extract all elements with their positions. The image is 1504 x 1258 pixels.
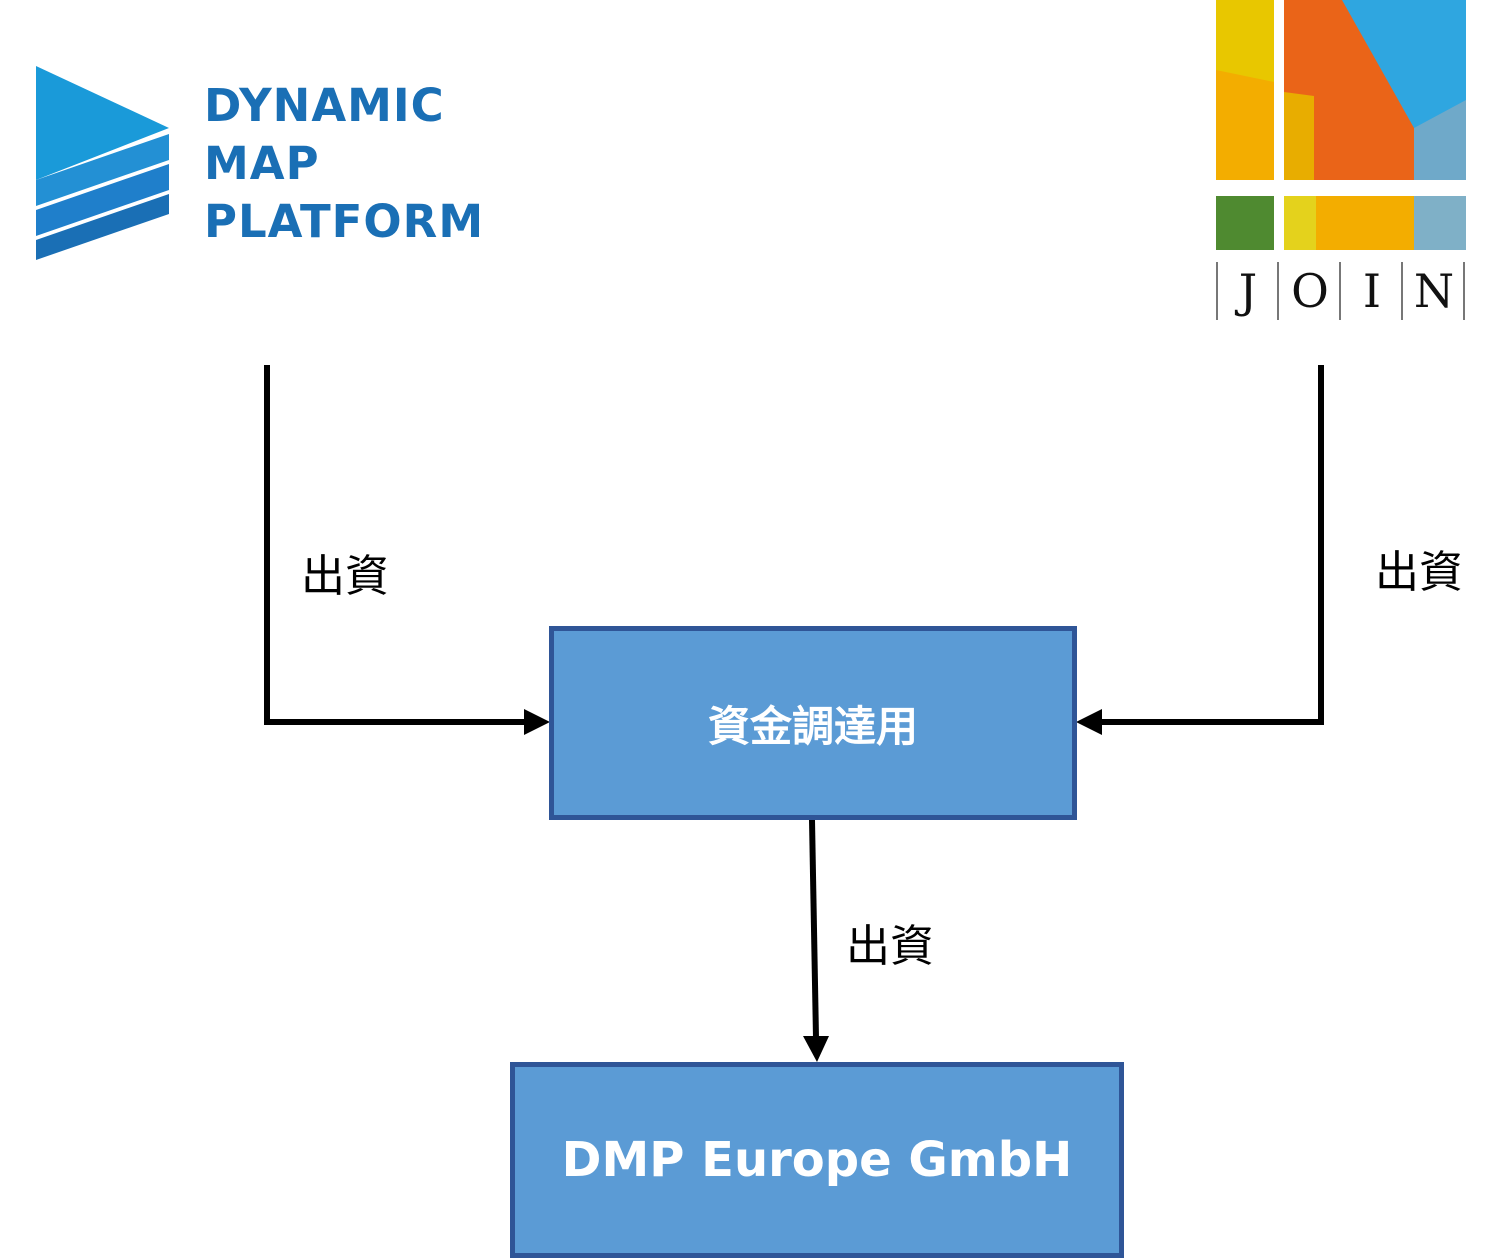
- dmp-europe-node: DMP Europe GmbH: [510, 1062, 1124, 1258]
- join-letter-o: O: [1291, 264, 1329, 318]
- join-logo: J O I N: [1214, 0, 1466, 322]
- join-logo-mosaic-icon: [1216, 0, 1466, 320]
- dmp-logo-mark-icon: [36, 66, 169, 260]
- arrowhead-left-icon: [524, 709, 550, 735]
- edge-dmp-to-funding: [264, 365, 550, 735]
- arrowhead-down-icon: [803, 1036, 829, 1062]
- dmp-europe-label: DMP Europe GmbH: [561, 1132, 1073, 1188]
- dmp-logo-line-platform: PLATFORM: [204, 195, 485, 248]
- edge-label-right: 出資: [1375, 547, 1463, 598]
- funding-vehicle-node: 資金調達用: [549, 626, 1077, 820]
- arrowhead-right-icon: [1076, 709, 1102, 735]
- dmp-logo-line-dynamic: DYNAMIC: [204, 79, 445, 132]
- edge-funding-to-dmp-europe: [803, 819, 829, 1062]
- join-letter-j: J: [1238, 264, 1258, 318]
- edge-join-to-funding: [1076, 365, 1324, 735]
- dmp-logo-line-map: MAP: [204, 137, 320, 190]
- join-letter-i: I: [1362, 264, 1382, 318]
- edge-label-bottom: 出資: [846, 921, 934, 972]
- join-letter-n: N: [1413, 264, 1455, 318]
- dynamic-map-platform-logo: DYNAMIC MAP PLATFORM: [34, 64, 504, 264]
- edge-label-left: 出資: [301, 551, 389, 602]
- funding-vehicle-label: 資金調達用: [707, 701, 918, 751]
